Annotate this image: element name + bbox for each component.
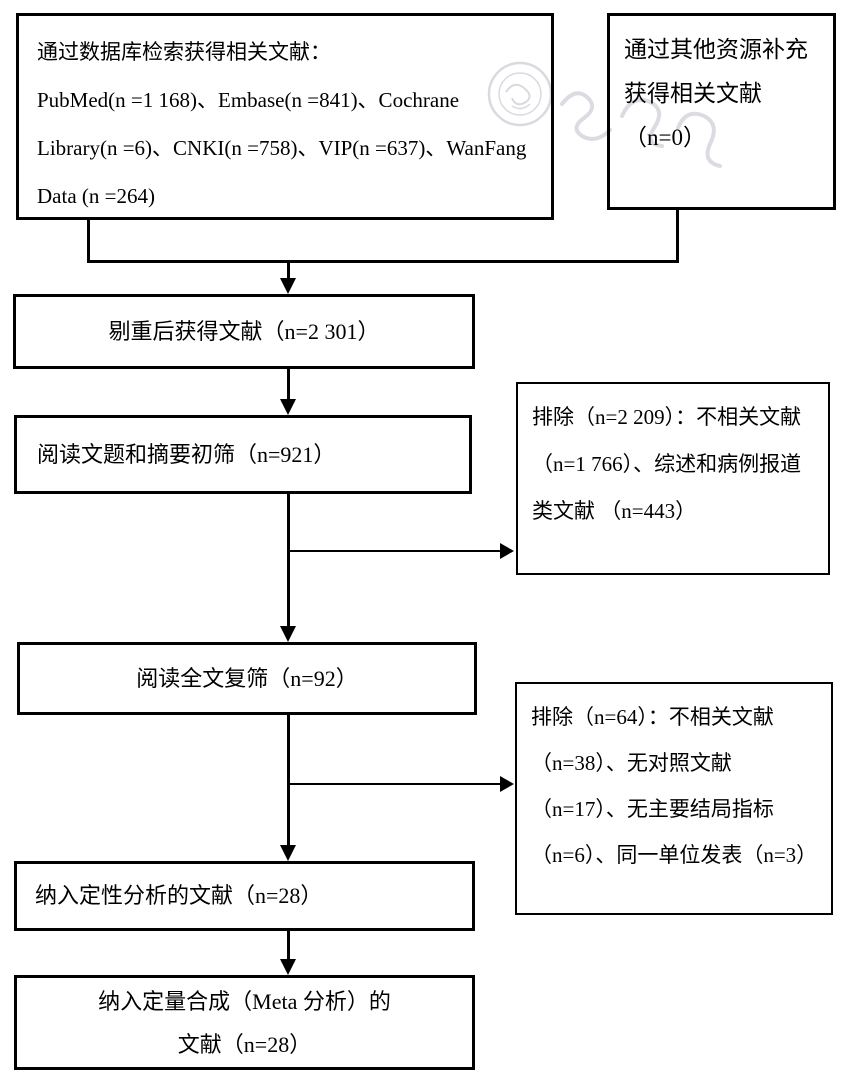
connector-merge-to-dedup — [287, 260, 290, 282]
node-full-text-screening: 阅读全文复筛（n=92） — [17, 642, 477, 715]
connector-qualitative-to-quantitative — [287, 931, 290, 963]
connector-initial-to-fulltext — [287, 494, 290, 630]
node-database-search: 通过数据库检索获得相关文献： PubMed(n =1 168)、Embase(n… — [16, 13, 554, 220]
connector-merge-horizontal — [87, 260, 679, 263]
arrowhead-into-excluded-fulltext — [500, 776, 514, 792]
node-quantitative-included-line2: 文献（n=28） — [177, 1031, 312, 1057]
node-other-sources-text: 通过其他资源补充获得相关文献 （n=0） — [624, 37, 808, 150]
node-excluded-initial: 排除（n=2 209）：不相关文献（n=1 766）、综述和病例报道类文献 （n… — [516, 382, 830, 575]
arrowhead-into-quantitative — [280, 959, 296, 975]
node-quantitative-included-line1: 纳入定量合成（Meta 分析）的 — [98, 988, 391, 1014]
connector-database-search-down — [87, 219, 90, 263]
node-qualitative-included-text: 纳入定性分析的文献（n=28） — [35, 883, 323, 908]
node-database-search-detail: PubMed(n =1 168)、Embase(n =841)、Cochrane… — [37, 88, 527, 208]
connector-dedup-to-initial-screen — [287, 369, 290, 403]
node-full-text-screening-text: 阅读全文复筛（n=92） — [136, 665, 358, 691]
node-deduplicated: 剔重后获得文献（n=2 301） — [13, 294, 475, 369]
node-excluded-full-text-text: 排除（n=64）：不相关文献（n=38）、无对照文献 （n=17）、无主要结局指… — [531, 705, 818, 867]
connector-other-sources-down — [676, 209, 679, 263]
arrowhead-into-initial-screen — [280, 399, 296, 415]
node-qualitative-included: 纳入定性分析的文献（n=28） — [14, 861, 475, 931]
node-excluded-initial-text: 排除（n=2 209）：不相关文献（n=1 766）、综述和病例报道类文献 （n… — [532, 405, 802, 523]
node-quantitative-included: 纳入定量合成（Meta 分析）的 文献（n=28） — [14, 975, 475, 1070]
node-other-sources: 通过其他资源补充获得相关文献 （n=0） — [607, 13, 836, 210]
arrowhead-into-excluded-initial — [500, 543, 514, 559]
node-database-search-heading: 通过数据库检索获得相关文献： — [37, 40, 331, 64]
arrowhead-into-fulltext — [280, 626, 296, 642]
node-title-abstract-screening: 阅读文题和摘要初筛（n=921） — [14, 415, 472, 494]
node-excluded-full-text: 排除（n=64）：不相关文献（n=38）、无对照文献 （n=17）、无主要结局指… — [515, 682, 833, 915]
node-title-abstract-screening-text: 阅读文题和摘要初筛（n=921） — [37, 441, 336, 467]
connector-branch-excluded-initial — [288, 550, 500, 552]
connector-branch-excluded-fulltext — [288, 783, 500, 785]
arrowhead-into-qualitative — [280, 845, 296, 861]
arrowhead-into-dedup — [280, 278, 296, 294]
connector-fulltext-to-qualitative — [287, 715, 290, 849]
node-deduplicated-text: 剔重后获得文献（n=2 301） — [108, 318, 380, 344]
